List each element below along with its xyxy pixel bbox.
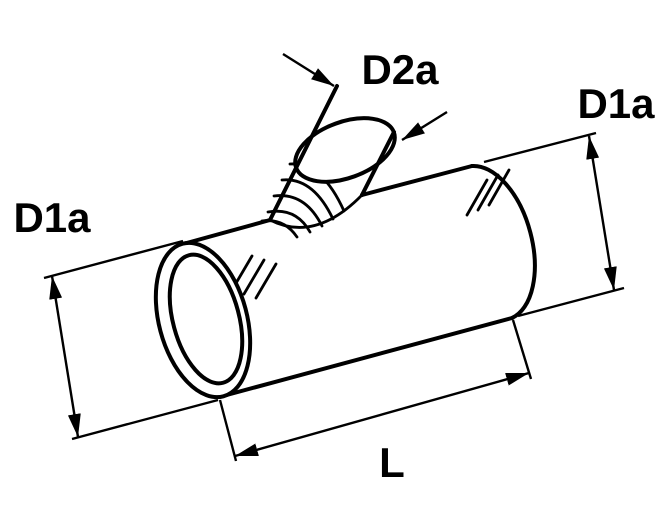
branch-shade-line [280,178,335,221]
tube-opening-inner-rim [167,252,245,386]
dimension-d1a-right [483,131,625,318]
extension-line [511,319,533,380]
label-diameter-left: D1a [13,194,91,241]
dimension-d2a [282,52,448,142]
hatch-mark [487,168,511,207]
extension-line [483,131,597,164]
hatch-mark [254,262,278,300]
extension-line [43,239,184,280]
leader-arrow-left [282,52,335,88]
dimension-d1a-left [43,239,219,441]
dimension-length [218,319,533,462]
extension-line [71,398,219,441]
branch-shade-line [272,194,324,228]
branch-stub [268,84,397,222]
tube-top-edge-right [360,164,474,197]
branch-junction-curve [268,193,364,229]
label-diameter-right: D1a [577,80,655,127]
extension-line [517,286,625,318]
hatch-mark [242,258,266,296]
label-branch-diameter: D2a [361,46,439,93]
branch-left-edge [268,84,339,222]
tube-top-edge-left [181,218,272,246]
hatch-mark [465,178,489,217]
label-length: L [379,439,405,486]
leader-arrow-right [401,110,448,142]
surface-marks-right [465,168,511,217]
branch-right-edge [360,130,396,197]
dimension-line [49,275,81,438]
dimension-line [234,371,530,458]
tube-bottom-edge [221,316,514,398]
dimension-line [586,135,617,291]
tube-opening [153,240,253,400]
extension-line [218,399,238,462]
tube-end-cap [470,163,537,320]
hatch-mark [476,173,500,212]
